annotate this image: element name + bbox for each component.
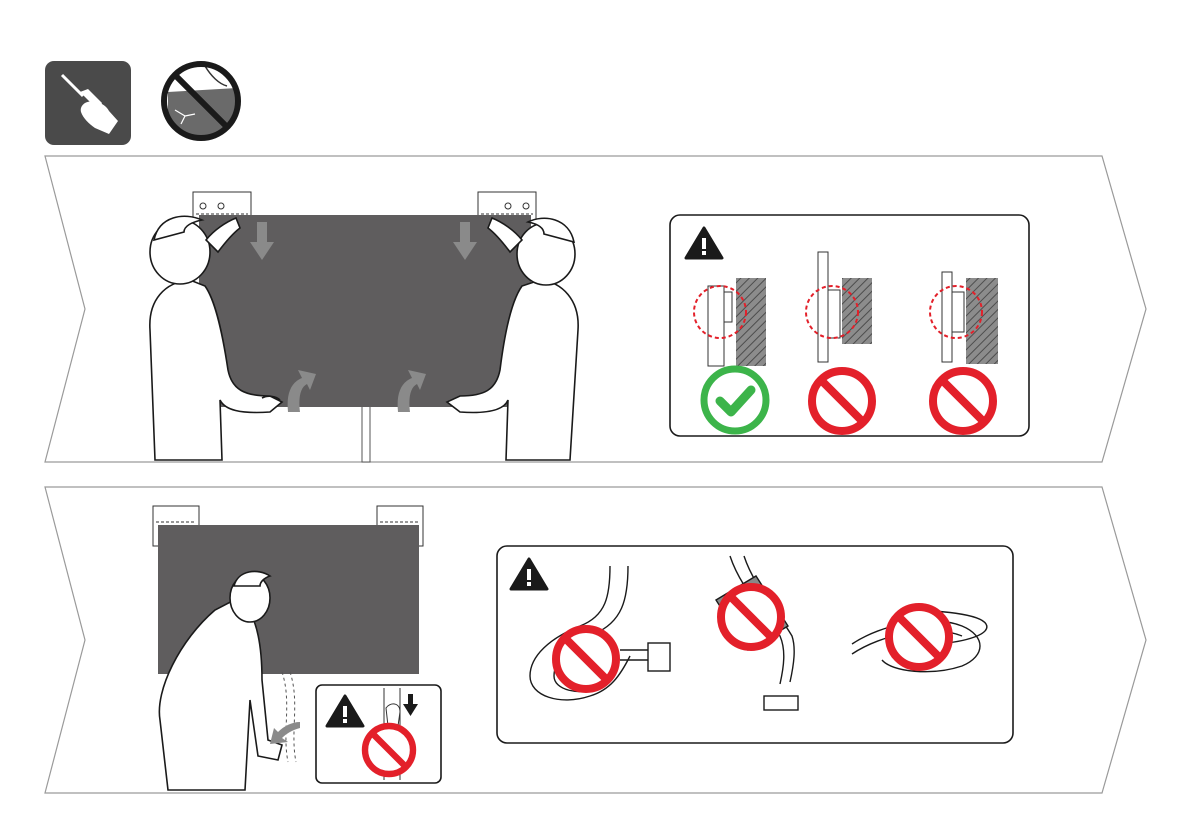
prohibited-icon [721,587,781,647]
check-icon [704,369,766,431]
step-2-warning-box [497,546,1013,743]
prohibited-icon [556,629,616,689]
prohibited-icon [365,726,413,774]
step-1-scene [150,192,578,462]
screwdriver-icon [45,61,131,145]
pinch-warning-inset [316,685,441,783]
step-1-warning-box [670,215,1029,436]
tv-panel [199,215,531,407]
prohibited-icon [812,371,872,431]
prohibited-icon [933,371,993,431]
no-rough-surface-icon [162,62,240,140]
prohibited-icon [889,607,949,667]
